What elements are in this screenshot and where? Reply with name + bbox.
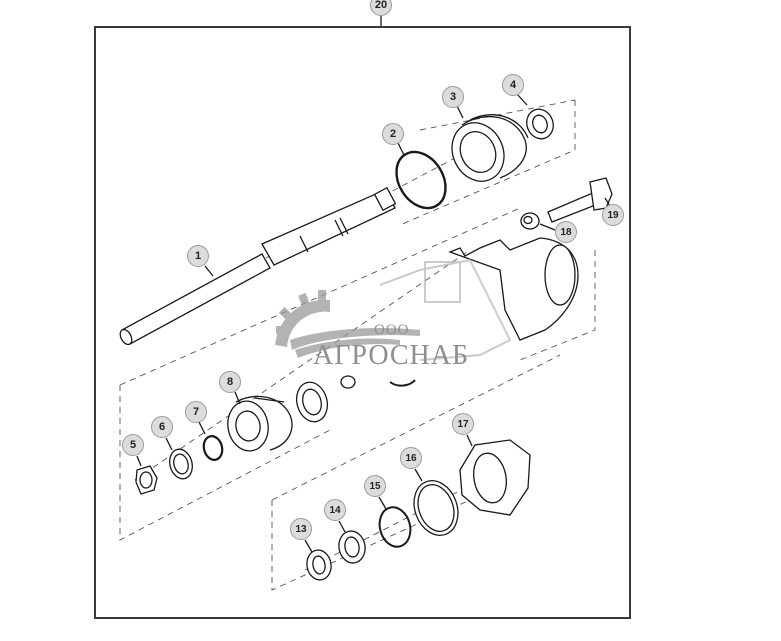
callout-2[interactable]: 2 [382, 123, 404, 145]
callout-6[interactable]: 6 [151, 416, 173, 438]
watermark-prefix: ООО [374, 322, 410, 338]
callout-13[interactable]: 13 [290, 518, 312, 540]
housing-casting-part [448, 237, 579, 341]
callout-20[interactable]: 20 [370, 0, 392, 16]
diagram-frame [94, 26, 631, 619]
callout-4[interactable]: 4 [502, 74, 524, 96]
callout-18[interactable]: 18 [555, 221, 577, 243]
callout-7[interactable]: 7 [185, 401, 207, 423]
bearing-part [227, 395, 293, 452]
callout-5[interactable]: 5 [122, 434, 144, 456]
hex-nut-part [459, 439, 531, 516]
callout-8[interactable]: 8 [219, 371, 241, 393]
callout-16[interactable]: 16 [400, 447, 422, 469]
callout-3[interactable]: 3 [442, 86, 464, 108]
watermark-combine-icon [379, 258, 512, 361]
callout-14[interactable]: 14 [324, 499, 346, 521]
watermark-brand: АГРОСНАБ [313, 340, 470, 371]
shaft-part [119, 186, 397, 346]
callout-1[interactable]: 1 [187, 245, 209, 267]
callout-17[interactable]: 17 [452, 413, 474, 435]
bearing-housing-part [451, 114, 529, 182]
callout-19[interactable]: 19 [602, 204, 624, 226]
callout-15[interactable]: 15 [364, 475, 386, 497]
